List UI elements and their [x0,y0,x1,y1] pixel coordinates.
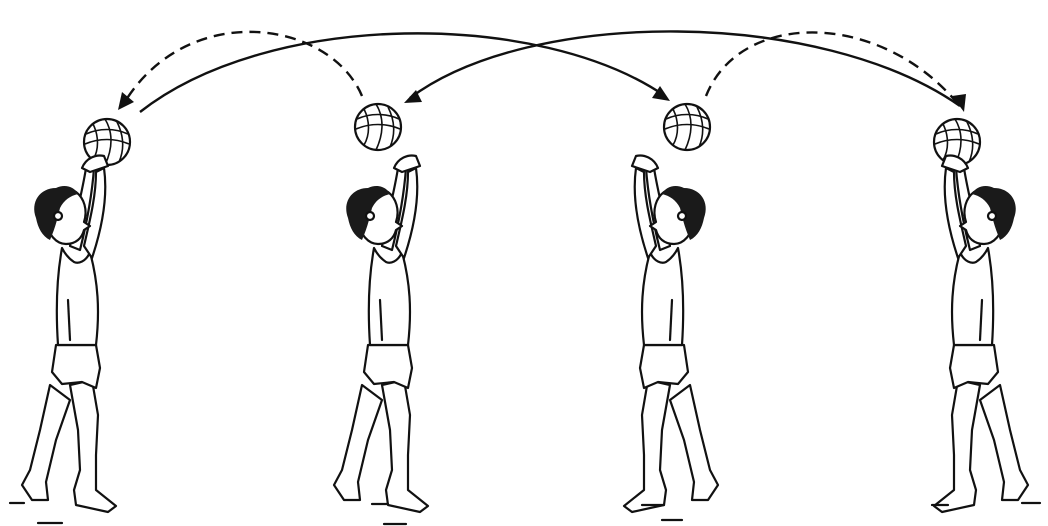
pass-arc-short-2 [706,32,958,104]
arrowhead-1 [118,92,134,110]
player-3 [624,156,718,513]
player-2 [334,156,428,513]
ball-3 [664,104,710,150]
player-4 [934,156,1028,513]
floor-marks [10,503,1040,524]
pass-arc-short-1 [126,32,362,100]
ball-2 [355,104,401,150]
player-1 [22,156,116,513]
pass-arc-long-1 [140,33,665,112]
pass-arc-long-2 [410,31,960,106]
